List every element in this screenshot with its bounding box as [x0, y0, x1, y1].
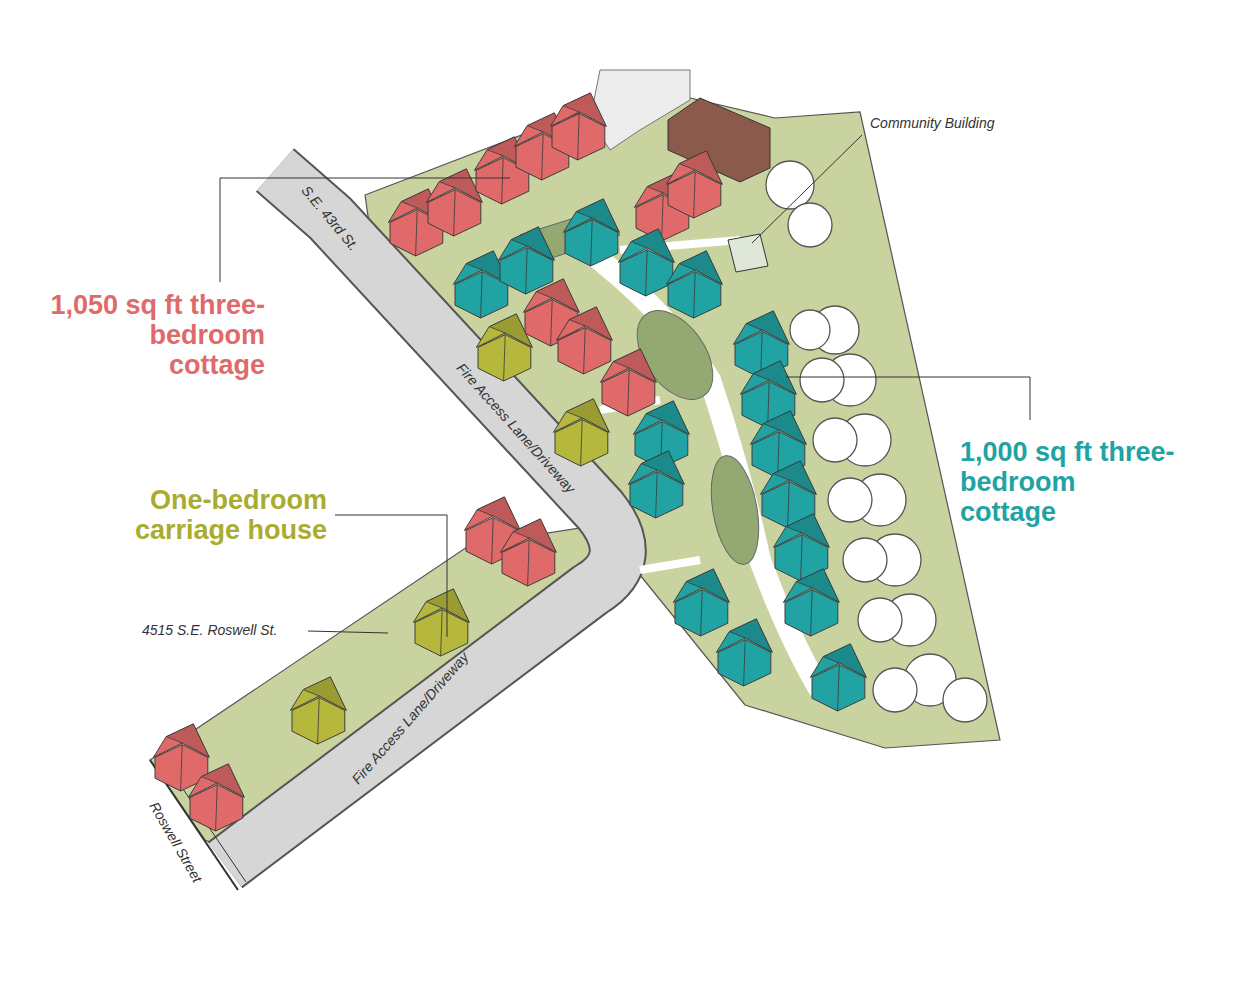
carriage-callout: One-bedroom carriage house	[97, 485, 327, 545]
small-building	[728, 234, 768, 272]
cottage-callout: 1,000 sq ft three-bedroom cottage	[960, 437, 1175, 527]
address-label: 4515 S.E. Roswell St.	[142, 622, 277, 638]
cottage-callout: 1,050 sq ft three-bedroom cottage	[50, 290, 265, 380]
walkway	[560, 230, 820, 690]
teal-cottages	[453, 199, 866, 711]
red-cottages	[153, 93, 722, 831]
leader-lines	[220, 135, 1030, 637]
building-label: Community Building	[870, 115, 995, 131]
green-space	[704, 452, 766, 568]
